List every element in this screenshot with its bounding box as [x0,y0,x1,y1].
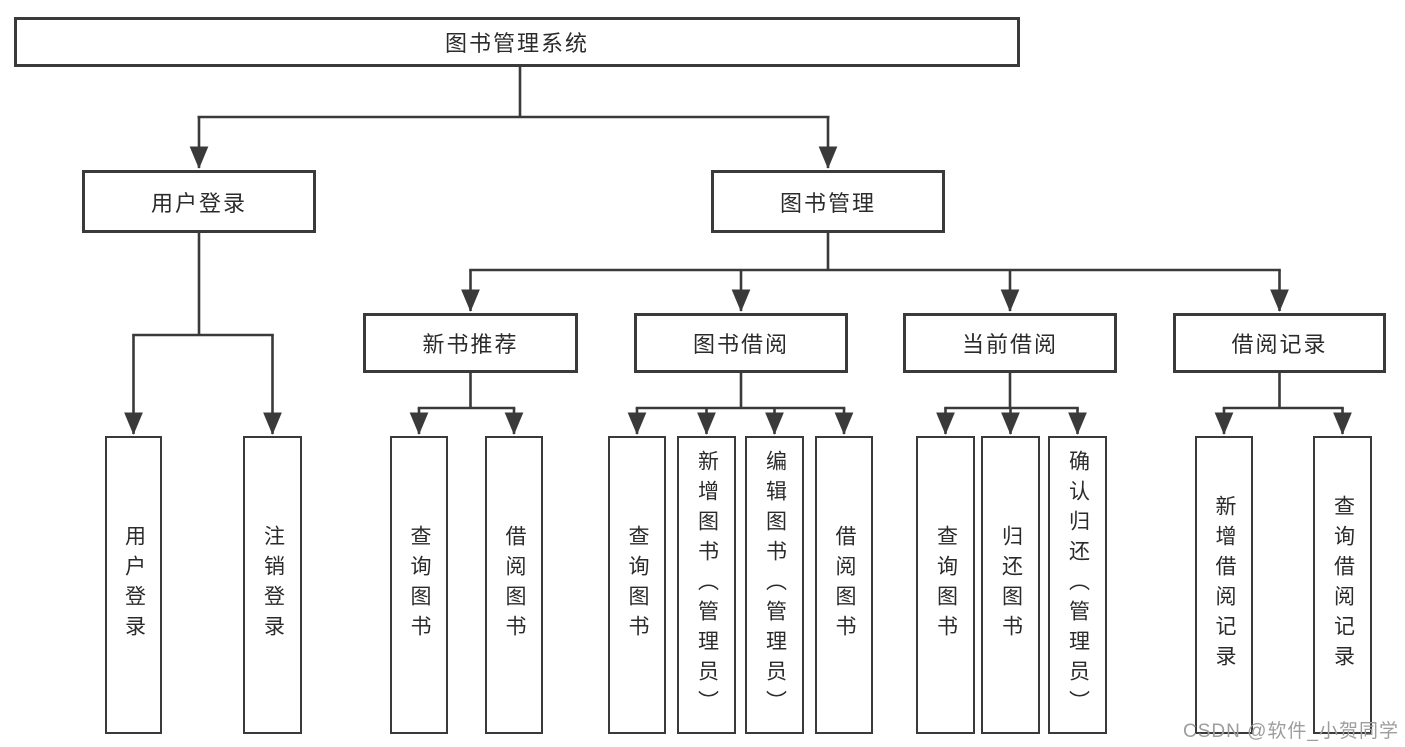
leaf-add-borrow-record: 新增借阅记录 [1195,436,1253,734]
csdn-watermark: CSDN @软件_小贺同学 [1183,721,1399,742]
node-root: 图书管理系统 [14,17,1020,67]
leaf-confirm-return-admin-label: 确认归还（管理员） [1066,450,1090,720]
node-borrowing-records: 借阅记录 [1173,313,1386,373]
node-root-label: 图书管理系统 [444,31,589,56]
leaf-edit-book-admin-label: 编辑图书（管理员） [763,450,787,720]
leaf-borrowing-query-books-label: 查询图书 [626,525,649,645]
node-book-management: 图书管理 [711,170,945,233]
leaf-logout: 注销登录 [243,436,302,734]
leaf-recommend-borrow-books-label: 借阅图书 [503,525,526,645]
leaf-add-book-admin-label: 新增图书（管理员） [695,450,719,720]
node-book-borrowing-label: 图书借阅 [692,332,789,357]
leaf-user-login-label: 用户登录 [122,525,146,645]
leaf-borrowing-borrow-books: 借阅图书 [815,436,873,734]
leaf-recommend-borrow-books: 借阅图书 [485,436,543,734]
leaf-return-books: 归还图书 [981,436,1040,734]
node-current-borrowing-label: 当前借阅 [961,332,1058,357]
leaf-recommend-query-books-label: 查询图书 [408,525,431,645]
node-borrowing-records-label: 借阅记录 [1231,332,1328,357]
node-current-borrowing: 当前借阅 [903,313,1117,373]
leaf-user-login: 用户登录 [105,436,162,734]
leaf-borrowing-query-books: 查询图书 [608,436,666,734]
leaf-current-query-books: 查询图书 [916,436,975,734]
leaf-confirm-return-admin: 确认归还（管理员） [1048,436,1107,734]
leaf-logout-label: 注销登录 [261,525,285,645]
node-book-management-label: 图书管理 [779,190,876,216]
leaf-current-query-books-label: 查询图书 [934,525,958,645]
leaf-return-books-label: 归还图书 [999,525,1023,645]
leaf-add-book-admin: 新增图书（管理员） [677,436,736,734]
node-new-book-recommendation-label: 新书推荐 [422,332,519,357]
node-book-borrowing: 图书借阅 [634,313,848,373]
leaf-query-borrow-record: 查询借阅记录 [1313,436,1372,734]
node-user-login: 用户登录 [82,170,316,233]
leaf-edit-book-admin: 编辑图书（管理员） [745,436,804,734]
node-user-login-label: 用户登录 [150,190,247,216]
leaf-recommend-query-books: 查询图书 [390,436,448,734]
leaf-borrowing-borrow-books-label: 借阅图书 [833,525,856,645]
leaf-add-borrow-record-label: 新增借阅记录 [1213,495,1236,675]
leaf-query-borrow-record-label: 查询借阅记录 [1331,495,1355,675]
node-new-book-recommendation: 新书推荐 [363,313,578,373]
